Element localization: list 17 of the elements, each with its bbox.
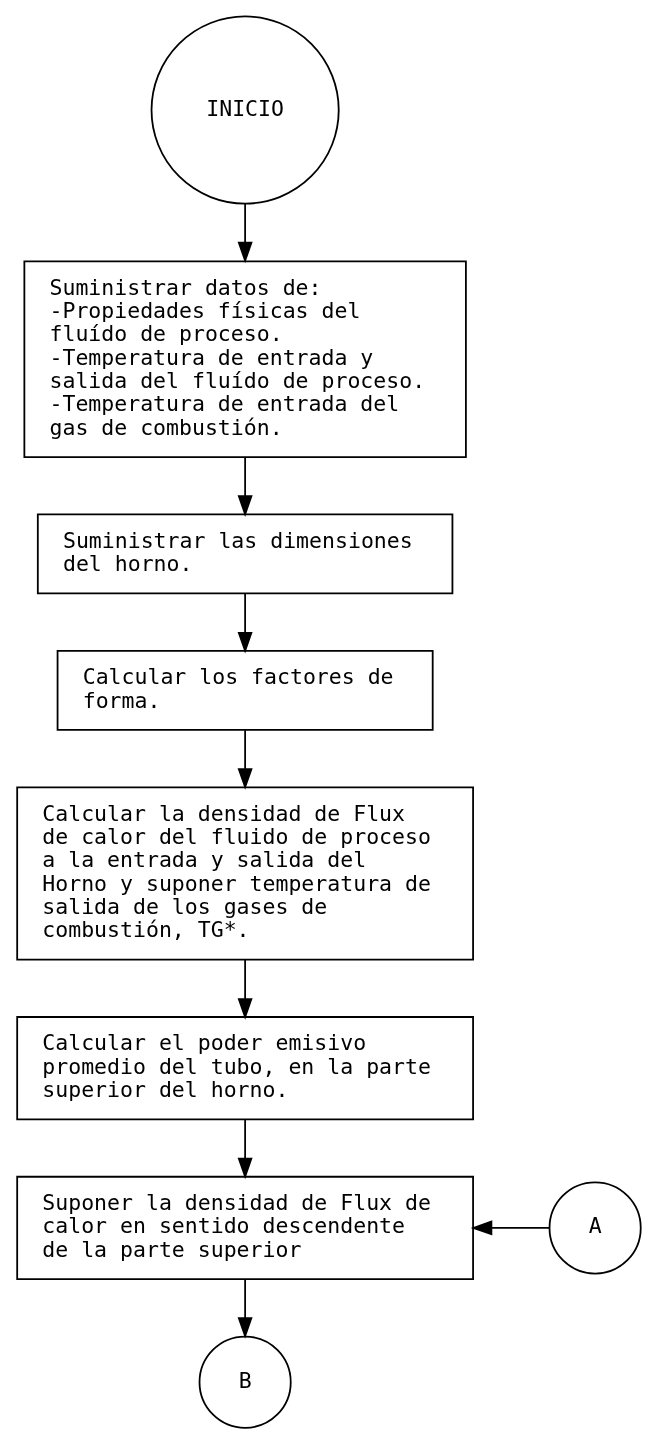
arrow [237,1118,253,1180]
arrow [237,456,253,517]
node-box: Calcular la densidad de Flux de calor del fluido de proceso a la entrada y salida del Horno y suponer temperatura de salida de los gases de combustión, TG*. [15,786,474,961]
arrow [237,203,253,264]
node-box: Calcular el poder emisivo promedio del tubo, en la parte superior del horno. [15,1016,474,1121]
arrow [237,958,253,1020]
node-circle: INICIO [150,15,340,205]
arrow [237,592,253,654]
node-circle: B [198,1335,292,1429]
arrow [470,1220,550,1236]
node-box: Suponer la densidad de Flux de calor en sentido descendente de la parte superior [15,1175,474,1280]
arrow [237,1279,253,1339]
node-box: Calcular los factores de forma. [56,649,434,731]
node-box: Suministrar las dimensiones del horno. [36,513,453,595]
node-circle: A [548,1181,642,1275]
arrow [237,729,253,790]
node-box: Suministrar datos de: -Propiedades físicas del fluído de proceso. -Temperatura de entrada y salida del fluído de proceso. -Temperatura de entrada del gas de combustión. [22,260,467,458]
